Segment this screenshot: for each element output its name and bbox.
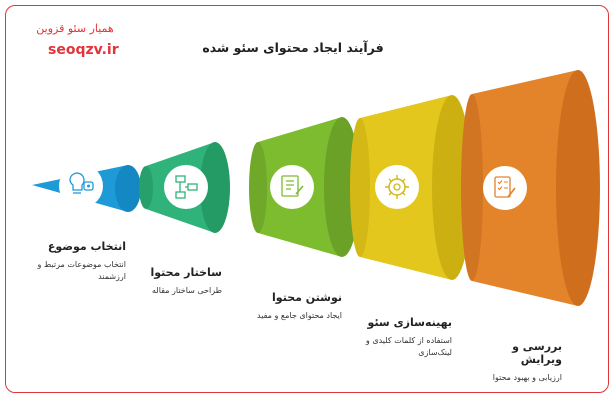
stage-desc-3: ایجاد محتوای جامع و مفید xyxy=(257,311,342,320)
flowchart-icon xyxy=(164,165,208,209)
stage-desc-5: ارزیابی و بهبود محتوا xyxy=(492,373,562,382)
brand-url[interactable]: seoqzv.ir xyxy=(48,42,119,58)
stage-title-5: بررسی و ویرایش xyxy=(512,340,562,366)
stage-label-4: بهینه‌سازی سئو استفاده از کلمات کلیدی و … xyxy=(360,316,452,359)
stage-title-3: نوشتن محتوا xyxy=(272,291,342,304)
checklist-edit-icon xyxy=(483,166,527,210)
stage-title-4: بهینه‌سازی سئو xyxy=(367,316,452,329)
page-frame xyxy=(5,5,609,393)
stage-title-1: انتخاب موضوع xyxy=(47,240,126,253)
optimization-gear-icon xyxy=(375,165,419,209)
stage-desc-1: انتخاب موضوعات مرتبط و ارزشمند xyxy=(37,260,126,281)
lightbulb-gear-icon xyxy=(59,164,103,208)
stage-label-3: نوشتن محتوا ایجاد محتوای جامع و مفید xyxy=(240,291,342,322)
page-title: فرآیند ایجاد محتوای سئو شده xyxy=(202,40,384,55)
funnel-segment-5 xyxy=(461,70,600,306)
funnel-segment-4 xyxy=(350,95,472,280)
stage-desc-2: طراحی ساختار مقاله xyxy=(152,286,222,295)
stage-label-1: انتخاب موضوع انتخاب موضوعات مرتبط و ارزش… xyxy=(30,240,126,283)
writing-document-icon xyxy=(270,165,314,209)
stage-desc-4: استفاده از کلمات کلیدی و لینک‌سازی xyxy=(365,336,452,357)
brand-name: همیار سئو قزوین xyxy=(36,22,114,35)
stage-label-2: ساختار محتوا طراحی ساختار مقاله xyxy=(140,266,222,297)
stage-label-5: بررسی و ویرایش ارزیابی و بهبود محتوا xyxy=(472,340,562,384)
stage-title-2: ساختار محتوا xyxy=(150,266,222,279)
